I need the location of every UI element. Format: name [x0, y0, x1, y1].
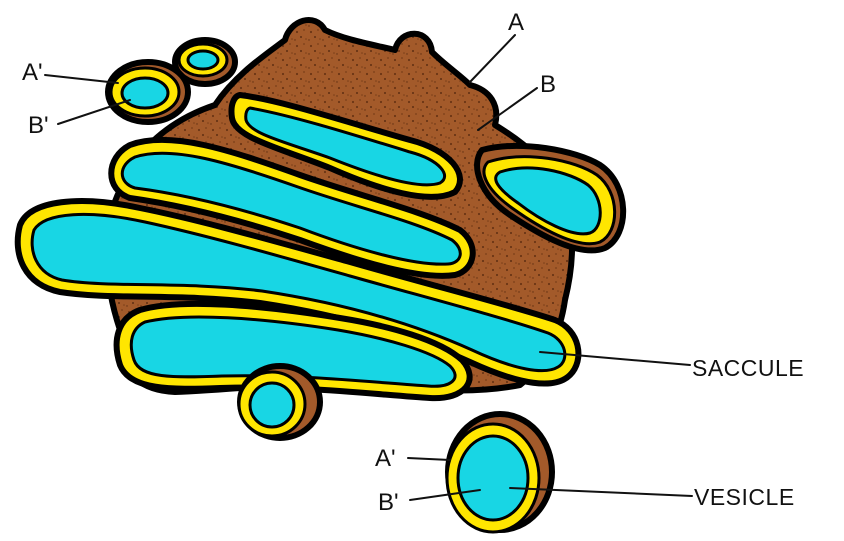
- label-a: A: [508, 9, 524, 36]
- leader-a-prime-bottom: [408, 458, 450, 460]
- vesicle-bottom: [447, 414, 552, 532]
- leader-a: [470, 35, 515, 82]
- label-vesicle: VESICLE: [694, 484, 795, 510]
- label-b-prime-top: B': [28, 112, 49, 139]
- vesicle-top-left: [108, 62, 188, 122]
- label-b: B: [540, 71, 556, 98]
- label-a-prime-top: A': [22, 59, 43, 86]
- label-b-prime-bottom: B': [378, 489, 399, 516]
- label-saccule: SACCULE: [692, 355, 804, 381]
- label-a-prime-bottom: A': [375, 445, 396, 472]
- leader-a-prime-top: [45, 75, 118, 83]
- vesicle-bottom-left: [239, 366, 320, 438]
